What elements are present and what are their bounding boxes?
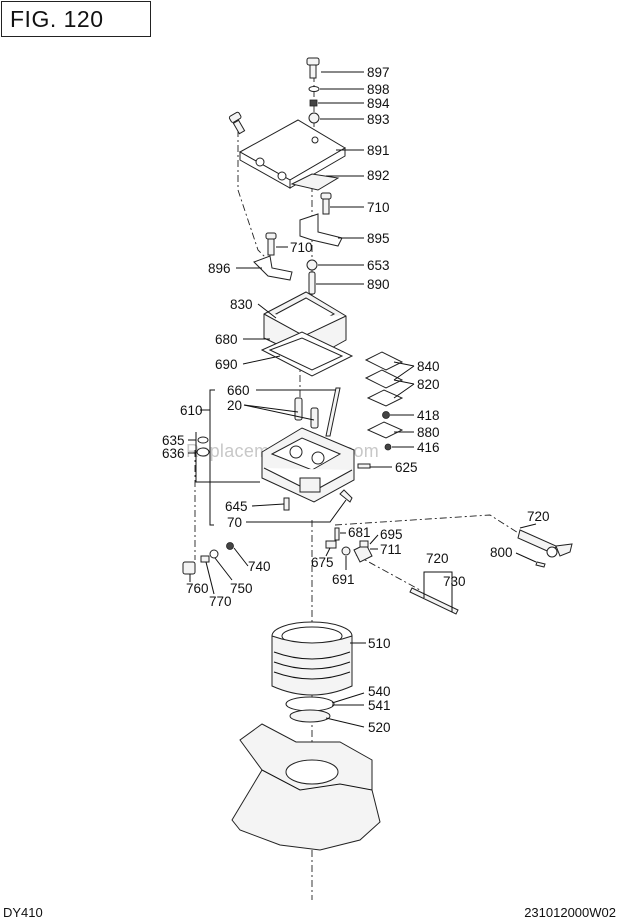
- callout-636: 636: [162, 446, 185, 461]
- document-code: 231012000W02: [524, 905, 616, 920]
- callout-416: 416: [417, 440, 440, 455]
- part-610-cylinder-head: [261, 427, 355, 503]
- part-892-gasket: [290, 173, 340, 191]
- part-894-grommet: [309, 99, 318, 107]
- part-bolt-top-left: [228, 111, 246, 135]
- callout-625: 625: [395, 460, 418, 475]
- callout-610: 610: [180, 403, 203, 418]
- callout-711: 711: [380, 542, 402, 557]
- callout-675: 675: [311, 555, 334, 570]
- part-893-collar: [308, 112, 320, 124]
- part-695-bolt: [359, 540, 369, 548]
- part-740-nut: [226, 542, 234, 550]
- callout-896: 896: [208, 261, 231, 276]
- callout-720-b: 720: [426, 551, 449, 566]
- callout-510: 510: [368, 636, 391, 651]
- part-418-ring: [382, 411, 390, 419]
- callout-830: 830: [230, 297, 253, 312]
- part-691-ring: [341, 546, 351, 556]
- part-70-stud: [339, 489, 353, 503]
- callout-653: 653: [367, 258, 390, 273]
- callout-740: 740: [248, 559, 271, 574]
- part-710-bolt-b: [265, 232, 277, 256]
- callout-710-a: 710: [367, 200, 390, 215]
- figure-title: FIG. 120: [10, 6, 104, 32]
- figure-label-box: FIG. 120: [1, 1, 151, 37]
- callout-695: 695: [380, 527, 403, 542]
- part-636-washer: [196, 447, 210, 457]
- part-760-plug: [182, 561, 196, 575]
- callout-750: 750: [230, 581, 253, 596]
- callout-541: 541: [368, 698, 391, 713]
- part-660-stud: [325, 387, 341, 437]
- callout-880: 880: [417, 425, 440, 440]
- callout-897: 897: [367, 65, 390, 80]
- part-681-pin: [334, 527, 340, 541]
- part-540-ring: [285, 696, 335, 712]
- part-897-bolt: [306, 57, 320, 79]
- part-510-cylinder: [271, 621, 353, 696]
- part-653-nut: [306, 259, 318, 271]
- part-20-guide-b: [310, 407, 319, 429]
- callout-680: 680: [215, 332, 238, 347]
- callout-540: 540: [368, 684, 391, 699]
- callout-800: 800: [490, 545, 513, 560]
- callout-840: 840: [417, 359, 440, 374]
- part-896-bracket: [253, 255, 293, 281]
- callout-730: 730: [443, 574, 466, 589]
- part-750-washer: [209, 549, 219, 559]
- model-label: DY410: [3, 905, 43, 920]
- part-20-guide-a: [294, 397, 303, 421]
- callout-681: 681: [348, 525, 371, 540]
- part-675-bushing: [325, 540, 337, 549]
- parts-drawing: [182, 57, 573, 900]
- part-840-plate: [364, 351, 404, 371]
- callout-645: 645: [225, 499, 248, 514]
- part-895-bracket: [299, 213, 343, 247]
- part-645-dowel: [283, 497, 290, 511]
- callout-720-a: 720: [527, 509, 550, 524]
- part-730-rod: [409, 587, 459, 615]
- callout-891: 891: [367, 143, 390, 158]
- callout-898: 898: [367, 82, 390, 97]
- callout-691: 691: [332, 572, 355, 587]
- part-crankcase: [231, 723, 381, 851]
- part-820-plate: [364, 369, 404, 389]
- part-416-ring: [384, 443, 392, 451]
- part-770-nut: [200, 555, 210, 563]
- callout-70: 70: [227, 515, 242, 530]
- callout-labels: 897 898 894 893 891 892 710 895 710 653 …: [162, 65, 550, 735]
- callout-760: 760: [186, 581, 209, 596]
- part-520-gasket: [289, 709, 331, 723]
- part-635-washer: [197, 436, 209, 444]
- callout-890: 890: [367, 277, 390, 292]
- callout-710-b: 710: [290, 240, 313, 255]
- callout-770: 770: [209, 594, 232, 609]
- callout-895: 895: [367, 231, 390, 246]
- callout-820: 820: [417, 377, 440, 392]
- callout-893: 893: [367, 112, 390, 127]
- part-890-pin: [308, 271, 316, 295]
- callout-892: 892: [367, 168, 390, 183]
- callout-660: 660: [227, 383, 250, 398]
- part-898-washer: [308, 86, 320, 92]
- part-880-plate: [366, 421, 404, 439]
- leader-lines: [188, 71, 537, 728]
- part-800-screw: [535, 561, 546, 568]
- callout-418: 418: [417, 408, 440, 423]
- callout-690: 690: [215, 357, 238, 372]
- callout-20: 20: [227, 398, 242, 413]
- part-plate-mid: [366, 389, 404, 407]
- callout-520: 520: [368, 720, 391, 735]
- part-625-pin: [357, 463, 371, 469]
- callout-894: 894: [367, 96, 390, 111]
- part-720-lever: [517, 529, 573, 558]
- part-710-bolt-a: [320, 192, 332, 215]
- callout-635: 635: [162, 433, 185, 448]
